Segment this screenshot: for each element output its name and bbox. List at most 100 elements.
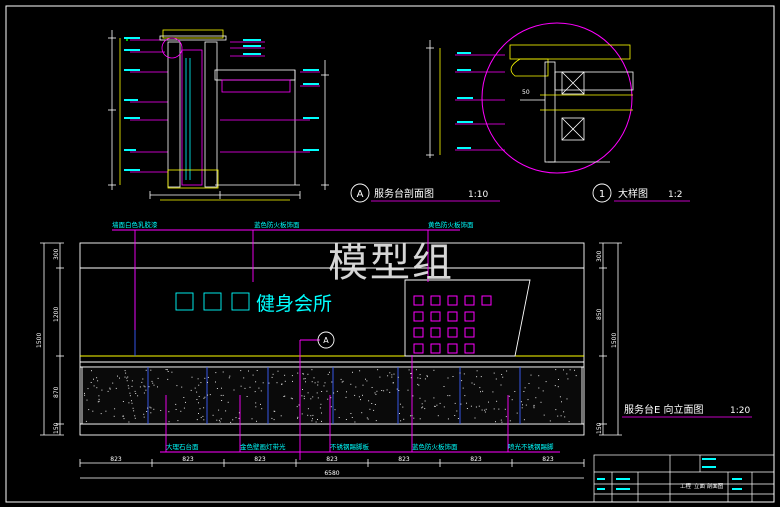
- speckle-dot: [254, 391, 256, 393]
- speckle-dot: [301, 413, 303, 415]
- speckle-dot: [424, 378, 426, 380]
- dimension-segment-label: 823: [254, 456, 266, 463]
- speckle-dot: [90, 382, 92, 383]
- speckle-dot: [93, 378, 94, 380]
- speckle-dot: [396, 388, 398, 390]
- speckle-dot: [143, 413, 145, 415]
- speckle-dot: [479, 387, 481, 389]
- speckle-dot: [277, 370, 279, 372]
- speckle-dot: [456, 410, 458, 412]
- speckle-dot: [143, 416, 145, 418]
- speckle-dot: [421, 407, 423, 409]
- speckle-dot: [410, 415, 412, 417]
- granite-panel: [81, 366, 583, 425]
- speckle-dot: [84, 394, 86, 396]
- speckle-dot: [273, 419, 275, 421]
- bottom-callouts: 大理石台面 金色壁画灯带光 不锈钢踢脚板 蓝色防火板饰面 喷光不锈钢踢脚: [166, 442, 554, 451]
- speckle-dot: [418, 384, 420, 386]
- speckle-dot: [220, 394, 222, 396]
- speckle-dot: [320, 403, 322, 405]
- speckle-dot: [228, 377, 230, 379]
- speckle-dot: [412, 395, 414, 397]
- speckle-dot: [298, 404, 300, 406]
- speckle-dot: [437, 415, 439, 417]
- speckle-dot: [424, 408, 426, 410]
- speckle-dot: [93, 385, 95, 387]
- speckle-dot: [97, 401, 99, 403]
- speckle-dot: [376, 390, 378, 392]
- speckle-dot: [454, 415, 456, 416]
- speckle-dot: [463, 373, 465, 375]
- speckle-dot: [460, 403, 462, 405]
- speckle-dot: [358, 396, 360, 398]
- speckle-dot: [167, 378, 169, 380]
- dim-left-top: 300: [53, 248, 60, 260]
- speckle-dot: [302, 389, 303, 390]
- speckle-dot: [327, 398, 329, 400]
- speckle-dot: [145, 389, 147, 391]
- speckle-dot: [506, 370, 508, 372]
- speckle-dot: [148, 386, 150, 388]
- speckle-dot: [334, 409, 336, 411]
- speckle-dot: [307, 373, 309, 375]
- speckle-dot: [557, 415, 559, 417]
- speckle-dot: [527, 399, 529, 401]
- speckle-dot: [207, 376, 209, 378]
- speckle-dot: [98, 400, 100, 402]
- speckle-dot: [540, 401, 542, 403]
- speckle-dot: [240, 385, 242, 387]
- speckle-dot: [559, 396, 561, 398]
- speckle-dot: [473, 383, 475, 385]
- speckle-dot: [476, 370, 478, 372]
- speckle-dot: [410, 373, 412, 375]
- speckle-dot: [352, 371, 353, 373]
- speckle-dot: [258, 387, 260, 389]
- speckle-dot: [407, 389, 409, 391]
- speckle-dot: [374, 404, 376, 405]
- speckle-dot: [256, 370, 258, 371]
- callout-polished-kick: 喷光不锈钢踢脚: [508, 442, 554, 451]
- grid-square: [481, 295, 492, 306]
- speckle-dot: [377, 369, 379, 371]
- speckle-dot: [324, 382, 326, 384]
- speckle-dot: [129, 395, 131, 397]
- speckle-dot: [183, 407, 185, 409]
- speckle-dot: [219, 421, 221, 423]
- speckle-dot: [399, 403, 401, 405]
- speckle-dot: [419, 374, 421, 376]
- speckle-dot: [321, 391, 323, 392]
- speckle-dot: [100, 413, 102, 415]
- speckle-dot: [366, 380, 368, 382]
- speckle-dot: [292, 380, 293, 382]
- speckle-dot: [194, 387, 196, 389]
- speckle-dot: [150, 369, 152, 371]
- grid-square: [447, 311, 458, 322]
- speckle-dot: [433, 369, 435, 371]
- right-dimensions: [599, 242, 622, 436]
- speckle-dot: [131, 400, 132, 402]
- speckle-dot: [181, 386, 183, 388]
- speckle-dot: [525, 404, 527, 406]
- speckle-dot: [391, 374, 393, 376]
- speckle-dot: [391, 376, 393, 378]
- speckle-dot: [342, 380, 344, 382]
- speckle-dot: [84, 392, 85, 394]
- speckle-dot: [303, 398, 305, 400]
- speckle-dot: [554, 385, 556, 387]
- speckle-dot: [436, 404, 438, 406]
- title-block-project: 工程: [680, 482, 692, 490]
- speckle-dot: [443, 386, 445, 387]
- speckle-dot: [134, 415, 136, 417]
- speckle-dot: [311, 369, 313, 371]
- speckle-dot: [434, 406, 436, 407]
- speckle-dot: [276, 382, 278, 384]
- speckle-dot: [122, 415, 124, 417]
- speckle-dot: [86, 399, 88, 401]
- left-dimensions: [40, 242, 64, 436]
- speckle-dot: [501, 374, 503, 375]
- speckle-dot: [302, 373, 304, 375]
- speckle-dot: [410, 372, 412, 374]
- speckle-dot: [330, 397, 332, 399]
- section-title-scale: 1:10: [468, 190, 488, 200]
- speckle-dot: [379, 376, 381, 378]
